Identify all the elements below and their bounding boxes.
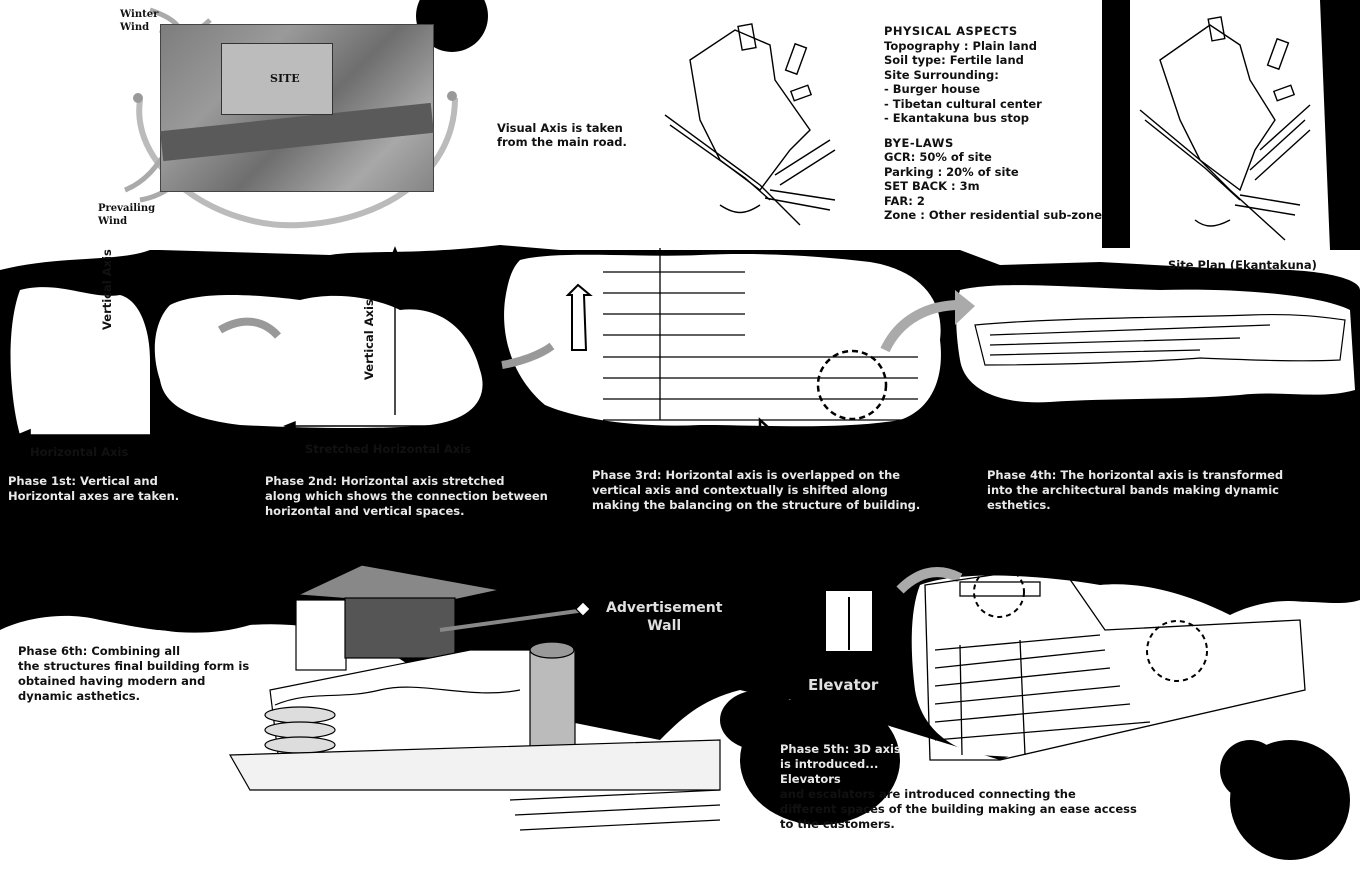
curved-arrow-3 [880,300,961,353]
bylaw-item: SET BACK : 3m [884,179,980,193]
phase4-caption: Phase 4th: The horizontal axis is transf… [987,468,1283,513]
site-aerial-photo: SITE [160,24,434,192]
phase5-line: Elevators [780,772,841,786]
black-block-top-right [1102,0,1130,248]
phase6-line: the structures final building form is [18,659,250,673]
phase5-grid [924,564,1306,761]
white-cloud-6 [911,575,1330,758]
vertical-axis-label: Vertical Axis [100,249,114,330]
phase4-line: esthetics. [987,498,1051,512]
winter-wind-label: Winter Wind [120,9,159,33]
phase5-line: Phase 5th: 3D axis [780,742,901,756]
stretched-horizontal-axis-label: Stretched Horizontal Axis [305,442,472,456]
curved-arrow-1 [217,317,281,339]
black-blob-top [416,0,488,52]
vertical-axis-label-2: Vertical Axis [362,299,376,380]
physical-aspect-item: - Ekantakuna bus stop [884,111,1030,125]
phase1-axes [15,251,159,442]
phase4-band [974,313,1346,366]
phase3-line: making the balancing on the structure of… [592,498,921,512]
site-area: SITE [221,43,333,115]
bylaw-item: Zone : Other residential sub-zone [884,208,1103,222]
horizontal-axis-label: Horizontal Axis [30,445,129,459]
phase3-line: Phase 3rd: Horizontal axis is overlapped… [592,468,901,482]
visual-axis-line-1: Visual Axis is taken [497,121,623,135]
prevailing-wind-label: Prevailing Wind [98,203,156,227]
elevator-noise-area [720,690,900,825]
site-label: SITE [270,72,300,85]
phase1-line: Horizontal axes are taken. [8,489,180,503]
site-plan-sketch [1139,16,1311,241]
bylaw-item: FAR: 2 [884,193,925,208]
phase5-caption: Phase 5th: 3D axis is introduced... Elev… [780,742,1137,832]
physical-aspects-heading: PHYSICAL ASPECTS [884,24,1018,38]
phase5-line: different spaces of the building making … [780,802,1137,816]
phase2-axes [283,246,504,432]
curved-arrow-4 [896,567,963,594]
phase1-caption: Phase 1st: Vertical and Horizontal axes … [8,474,179,504]
wind-arc [136,97,458,229]
black-blob-bottom-right-2 [1220,740,1280,800]
phase6-line: obtained having modern and [18,674,206,688]
phase2-line: along which shows the connection between [265,489,548,503]
phase4-line: into the architectural bands making dyna… [987,483,1280,497]
phase5-line: to the customers. [780,817,895,831]
phase2-line: Phase 2nd: Horizontal axis stretched [265,474,505,488]
phase3-line: vertical axis and contextually is shifte… [592,483,888,497]
bylaw-item: Parking : 20% of site [884,164,1019,179]
physical-aspect-item: Soil type: Fertile land [884,53,1024,67]
phase6-line: dynamic asthetics. [18,689,140,703]
phase5-line: and escalators are introduced connecting… [780,787,1076,801]
phase4-line: Phase 4th: The horizontal axis is transf… [987,468,1284,482]
site-sketch-1 [664,23,836,226]
phase3-grid [565,248,918,458]
physical-aspect-item: - Tibetan cultural center [884,96,1042,111]
sun-icon-left [133,93,143,103]
white-cloud-3 [504,253,941,427]
phase3-caption: Phase 3rd: Horizontal axis is overlapped… [592,468,920,513]
white-cloud-2 [154,295,483,429]
bylaws-heading: BYE-LAWS [884,135,954,150]
sun-icon-right [447,91,457,101]
white-cloud-5 [5,627,224,728]
physical-aspects-panel: PHYSICAL ASPECTS Topography : Plain land… [884,24,1104,223]
black-block-top-right-2 [1320,0,1360,250]
phase6-caption: Phase 6th: Combining all the structures … [18,644,249,704]
elevator-label: Elevator [808,676,879,694]
white-cloud-1 [10,287,150,435]
phase2-line: horizontal and vertical spaces. [265,504,465,518]
elevator-icon [824,581,874,653]
physical-aspect-item: Topography : Plain land [884,38,1037,53]
phase1-line: Phase 1st: Vertical and [8,474,158,488]
visual-axis-line-2: from the main road. [497,135,627,150]
visual-axis-text: Visual Axis is taken from the main road. [497,121,627,150]
phase5-line: is introduced... [780,757,879,771]
phase6-line: Phase 6th: Combining all [18,644,181,658]
final-building [228,564,721,831]
bylaw-item: GCR: 50% of site [884,150,992,164]
arrow-head-3 [955,290,975,325]
curved-arrow-2 [501,342,555,369]
phase2-caption: Phase 2nd: Horizontal axis stretched alo… [265,474,548,519]
physical-aspect-item: Site Surrounding: [884,67,999,82]
site-plan-caption: Site Plan (Ekantakuna) [1168,258,1317,272]
advertisement-wall-label: Advertisement Wall [606,600,723,634]
physical-aspect-item: - Burger house [884,82,981,96]
